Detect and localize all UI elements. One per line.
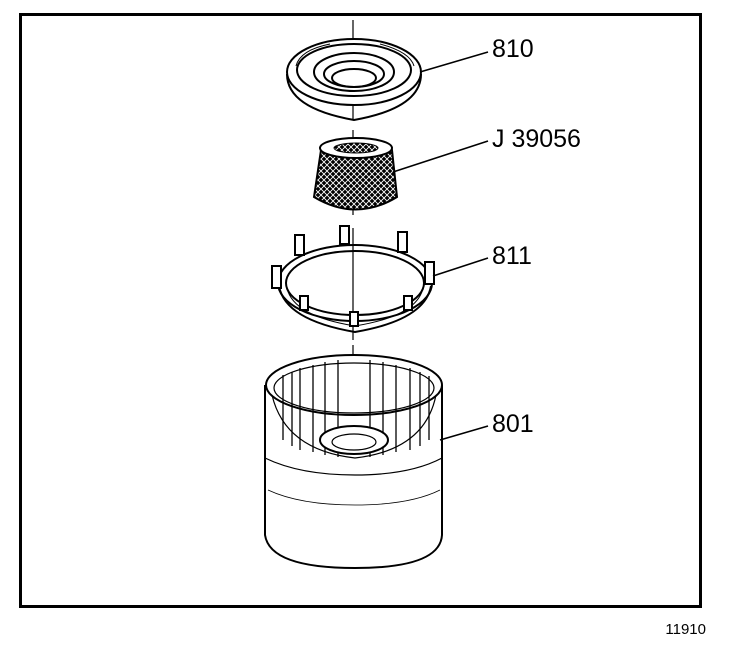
figure-number: 11910 [665,621,706,638]
leader-lines [392,51,489,441]
callout-810: 810 [492,35,534,63]
part-801-housing [264,354,443,570]
callout-801: 801 [492,410,534,438]
part-811-snap-ring [271,225,435,334]
callout-j39056: J 39056 [492,125,581,153]
tool-j39056 [312,137,399,211]
callout-811: 811 [492,242,532,270]
part-810-ring [286,38,422,122]
